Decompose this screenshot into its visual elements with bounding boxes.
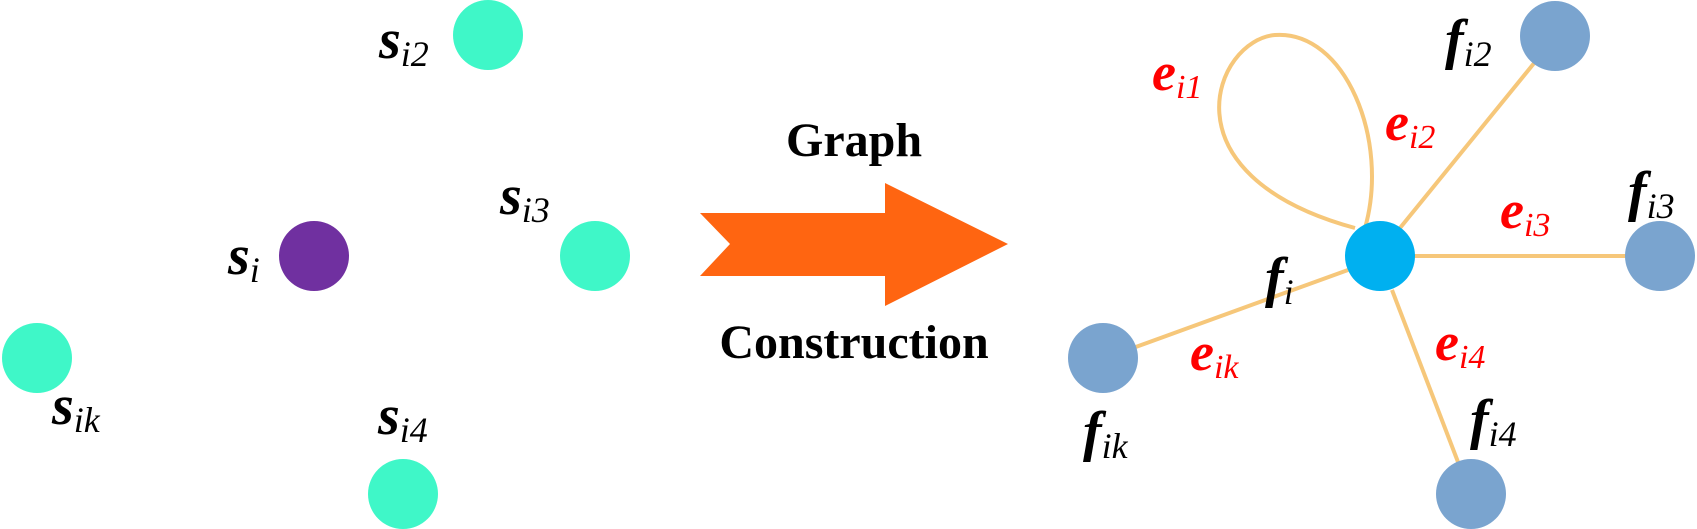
sample-node-labels: si si2 si3 sik si4 [51, 9, 550, 450]
label-si: si [227, 225, 260, 290]
sample-node-si [279, 221, 349, 291]
sample-node-set [2, 0, 630, 529]
feature-node-fi3 [1625, 221, 1695, 291]
arrow-shape [700, 183, 1008, 306]
label-fi: fi [1265, 247, 1294, 312]
edge-labels: ei1 ei2 ei3 eik ei4 [1152, 42, 1550, 386]
label-si2: si2 [378, 9, 429, 74]
label-si4: si4 [377, 385, 428, 450]
feature-node-fik [1068, 323, 1138, 393]
label-fi4: fi4 [1470, 389, 1517, 454]
label-ei4: ei4 [1435, 312, 1485, 376]
label-ei3: ei3 [1500, 180, 1550, 244]
graph-construction-arrow: Graph Construction [700, 114, 1008, 369]
label-fik: fik [1083, 401, 1129, 466]
label-fi2: fi2 [1445, 9, 1492, 74]
edge-ei1-self-loop [1217, 32, 1374, 230]
label-ei1: ei1 [1152, 42, 1202, 106]
label-sik: sik [51, 375, 101, 440]
graph-edges [1132, 32, 1632, 463]
feature-node-fi2 [1520, 1, 1590, 71]
arrow-bottom-label: Construction [719, 316, 988, 369]
edge-ei2 [1398, 60, 1537, 230]
label-si3: si3 [499, 165, 550, 230]
edge-eik [1132, 268, 1349, 350]
label-eik: eik [1190, 322, 1239, 386]
sample-node-si3 [560, 221, 630, 291]
label-fi3: fi3 [1628, 161, 1675, 226]
sample-node-si2 [453, 0, 523, 70]
sample-node-sik [2, 323, 72, 393]
label-ei2: ei2 [1385, 92, 1435, 156]
feature-node-fi4 [1436, 459, 1506, 529]
edge-ei4 [1390, 289, 1460, 463]
feature-node-fi [1345, 221, 1415, 291]
feature-node-set [1068, 1, 1695, 529]
sample-node-si4 [368, 459, 438, 529]
arrow-top-label: Graph [786, 114, 922, 167]
